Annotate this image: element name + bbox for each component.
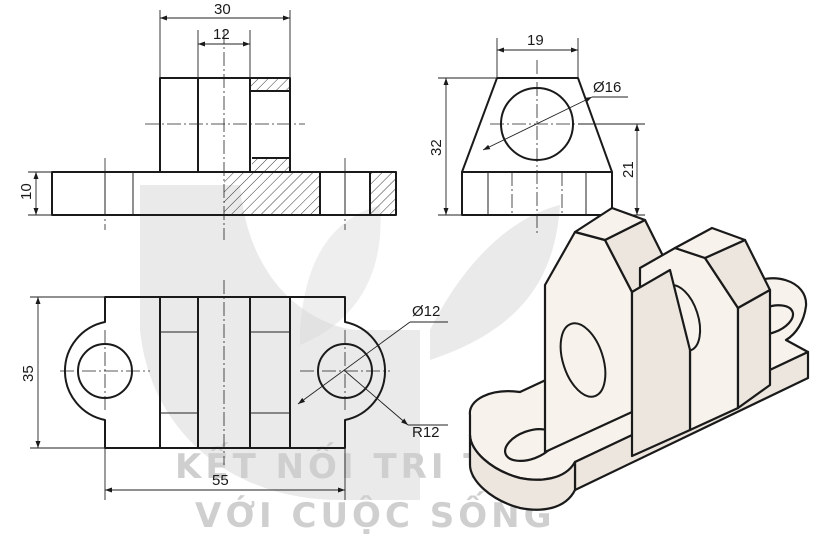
watermark-logo (140, 185, 560, 500)
iso-left-upright-hole (559, 322, 607, 398)
dim-top-width: 19 (527, 32, 544, 49)
dim-total-height: 32 (428, 139, 445, 156)
iso-left-upright-top (573, 206, 647, 242)
dim-hole-height: 21 (620, 161, 637, 178)
dim-top-hole-diameter: Ø12 (412, 303, 440, 320)
section-hatch-rib (252, 158, 290, 172)
side-view: 19 Ø16 32 21 (428, 32, 645, 235)
front-left-upright (159, 77, 199, 172)
dim-length: 55 (212, 472, 229, 489)
watermark-line-2: VỚI CUỘC SỐNG (195, 491, 556, 536)
dim-top-width: 35 (20, 365, 37, 382)
top-view: 35 55 Ø12 R12 (20, 280, 448, 500)
iso-right-upright-face (736, 288, 772, 410)
dim-base-height: 10 (18, 183, 35, 200)
iso-base-left-front (468, 433, 577, 511)
dim-side-hole-diameter: Ø16 (593, 79, 621, 96)
iso-right-upright-top (673, 226, 747, 260)
front-right-upright (249, 77, 291, 172)
front-view: 30 12 10 (18, 1, 397, 240)
iso-left-upright-face (630, 268, 692, 458)
dim-total-width: 30 (214, 1, 231, 18)
section-hatch-lug (370, 172, 396, 215)
dim-radius: R12 (412, 424, 440, 441)
section-hatch-top (250, 78, 289, 91)
isometric-view (468, 206, 810, 511)
section-hatch-base (224, 172, 320, 215)
dim-hole-width: 12 (213, 26, 230, 43)
